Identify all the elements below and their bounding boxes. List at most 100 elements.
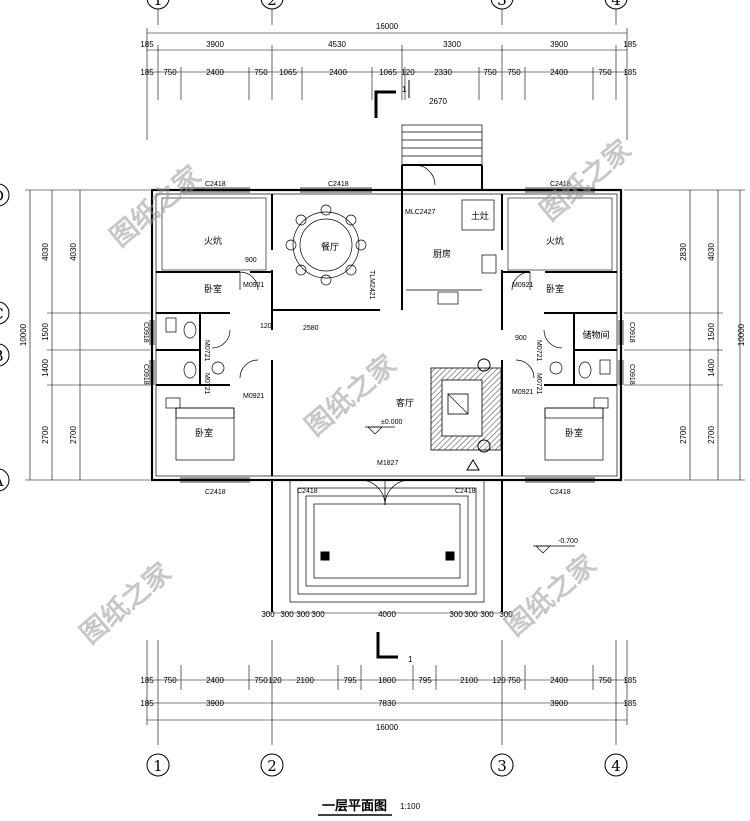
dim-label: 1500 (41, 323, 50, 341)
dim-label: 2100 (296, 676, 314, 685)
watermarks: 图纸之家 图纸之家 图纸之家 图纸之家 图纸之家 (74, 133, 637, 650)
dim-label: 4530 (328, 40, 346, 49)
tag-door: M0921 (512, 389, 534, 396)
floor-level: ±0.000 (381, 419, 402, 426)
dim-label: 3900 (206, 40, 224, 49)
tag-window: C0918 (142, 322, 149, 343)
dim-total-left: 10000 (19, 323, 28, 346)
dim-label: 2700 (41, 426, 50, 444)
tag-window: C2418 (550, 181, 571, 188)
tag-door: M0921 (512, 282, 534, 289)
watermark: 图纸之家 (299, 348, 402, 442)
room-bedroom-right-bottom: 卧室 (565, 427, 583, 439)
room-dining: 餐厅 (321, 241, 339, 253)
axis-label: 4 (611, 0, 621, 9)
tag-window: C0918 (628, 364, 635, 385)
bathroom-fixtures (165, 317, 611, 379)
right-dimensions (624, 189, 745, 481)
dim-label: 300 (499, 610, 513, 619)
dim-label: 120 (492, 676, 506, 685)
dim-label: 4030 (69, 243, 78, 261)
dim-label: 2400 (206, 68, 224, 77)
dim-label: 750 (254, 676, 268, 685)
axis-label: C (0, 305, 4, 323)
dim-label: 4000 (378, 610, 396, 619)
dim-label: 185 (623, 676, 637, 685)
axis-bubbles-left: D C B A (0, 183, 10, 492)
dim-label: 750 (483, 68, 497, 77)
watermark: 图纸之家 (104, 159, 207, 253)
room-kang-right: 火炕 (546, 235, 564, 247)
dim-label: 2400 (550, 68, 568, 77)
axis-label: 3 (497, 0, 507, 9)
tag-window: C2418 (455, 488, 476, 495)
right-dim-text: 10000 4030 1500 1400 2700 2830 2700 (679, 243, 746, 444)
dim-label: 750 (507, 676, 521, 685)
bottom-dimensions (146, 612, 628, 745)
kang-platforms (161, 197, 613, 271)
dim-label: 3900 (550, 40, 568, 49)
front-porch (271, 479, 503, 612)
dim-interior: 900 (515, 335, 527, 342)
dim-total-right: 10000 (737, 323, 746, 346)
top-dimensions (146, 28, 628, 140)
dim-label: 1400 (707, 359, 716, 377)
dim-label: 300 (261, 610, 275, 619)
left-dim-text: 10000 4030 1500 1400 2700 4030 2700 (19, 243, 78, 444)
section-number: 1 (402, 85, 407, 94)
dim-label: 4030 (707, 243, 716, 261)
dim-label: 1400 (41, 359, 50, 377)
dim-label: 2400 (550, 676, 568, 685)
axis-label: 2 (267, 0, 277, 9)
room-living: 客厅 (396, 397, 414, 409)
dim-label: 795 (418, 676, 432, 685)
exterior-walls (150, 188, 623, 482)
room-bedroom-left-top: 卧室 (204, 283, 222, 295)
drawing-title: 一层平面图 1:100 (318, 799, 421, 816)
room-stove: 土灶 (471, 210, 489, 222)
dim-interior: 2580 (303, 325, 319, 332)
tag-main-door: M1827 (377, 460, 399, 467)
dim-label: 120 (268, 676, 282, 685)
axis-bubbles-top: 1 2 3 4 (146, 0, 628, 25)
dim-label: 120 (401, 68, 415, 77)
title-text: 一层平面图 (322, 799, 387, 814)
tag-window: C0918 (142, 364, 149, 385)
room-storage: 储物间 (582, 329, 609, 341)
dim-interior: 120 (260, 323, 272, 330)
dim-label: 300 (311, 610, 325, 619)
beds (165, 397, 609, 461)
dim-label: 2830 (679, 243, 688, 261)
outdoor-level: -0.700 (558, 538, 578, 545)
title-scale: 1:100 (400, 802, 421, 811)
section-number: 1 (408, 655, 413, 664)
room-labels: 火炕 卧室 餐厅 厨房 土灶 火炕 卧室 客厅 储物间 卧室 卧室 (195, 210, 610, 439)
tag-window: C0918 (628, 322, 635, 343)
level-symbols (365, 426, 575, 554)
axis-label: 1 (153, 0, 163, 9)
kitchen-fixtures (406, 199, 497, 305)
interior-walls (156, 164, 617, 476)
tag-door: M0921 (243, 282, 265, 289)
dim-label: 4030 (41, 243, 50, 261)
axis-label: A (0, 472, 4, 490)
dim-label: 185 (140, 68, 154, 77)
room-kitchen: 厨房 (433, 248, 451, 260)
dim-total-top: 16000 (376, 22, 399, 31)
dim-label: 2700 (679, 426, 688, 444)
dim-label: 185 (623, 699, 637, 708)
living-furniture (430, 358, 502, 471)
dim-label: 3300 (443, 40, 461, 49)
dim-label: 2700 (707, 426, 716, 444)
axis-label: D (0, 187, 4, 205)
dim-label: 2400 (206, 676, 224, 685)
dim-label: 185 (140, 699, 154, 708)
dim-label: 750 (598, 68, 612, 77)
dim-label: 300 (449, 610, 463, 619)
axis-label: B (0, 347, 4, 365)
dim-label: 7830 (378, 699, 396, 708)
watermark: 图纸之家 (74, 556, 177, 650)
dim-label: 795 (343, 676, 357, 685)
dim-label: 1065 (379, 68, 397, 77)
